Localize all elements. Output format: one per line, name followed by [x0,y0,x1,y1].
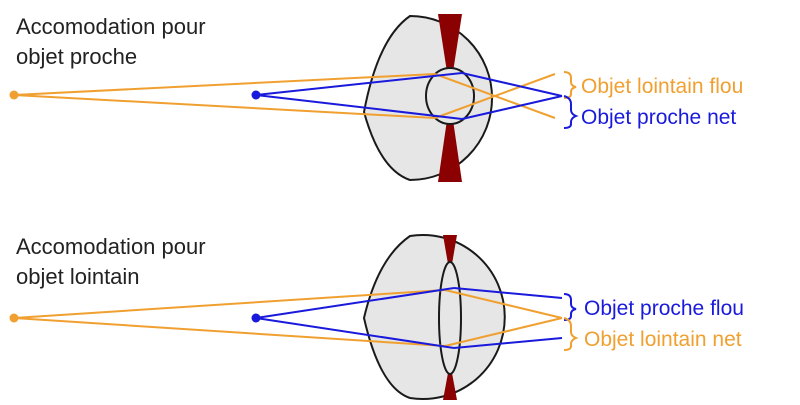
panel-1-label-far: Objet lointain flou [581,75,743,98]
panel-1-brace-top [564,72,576,98]
panel-1-eye-diagram: Objet lointain flou Objet proche net [10,14,744,182]
panel-2-brace-bottom [564,318,576,350]
panel-1-near-object-marker [252,91,261,100]
panel-2-lens [439,262,461,374]
panel-2-label-far: Objet lointain net [584,328,742,351]
panel-1-brace-bottom [564,96,576,128]
panel-2-eye-diagram: Objet proche flou Objet lointain net [10,235,744,400]
panel-2-far-object-marker [10,314,19,323]
panel-2-near-object-marker [252,314,261,323]
panel-2-eyeball [364,235,505,399]
panel-2-label-near: Objet proche flou [584,297,744,320]
panel-2-brace-top [564,294,576,320]
panel-1-far-object-marker [10,91,19,100]
panel-1-label-near: Objet proche net [581,106,736,129]
